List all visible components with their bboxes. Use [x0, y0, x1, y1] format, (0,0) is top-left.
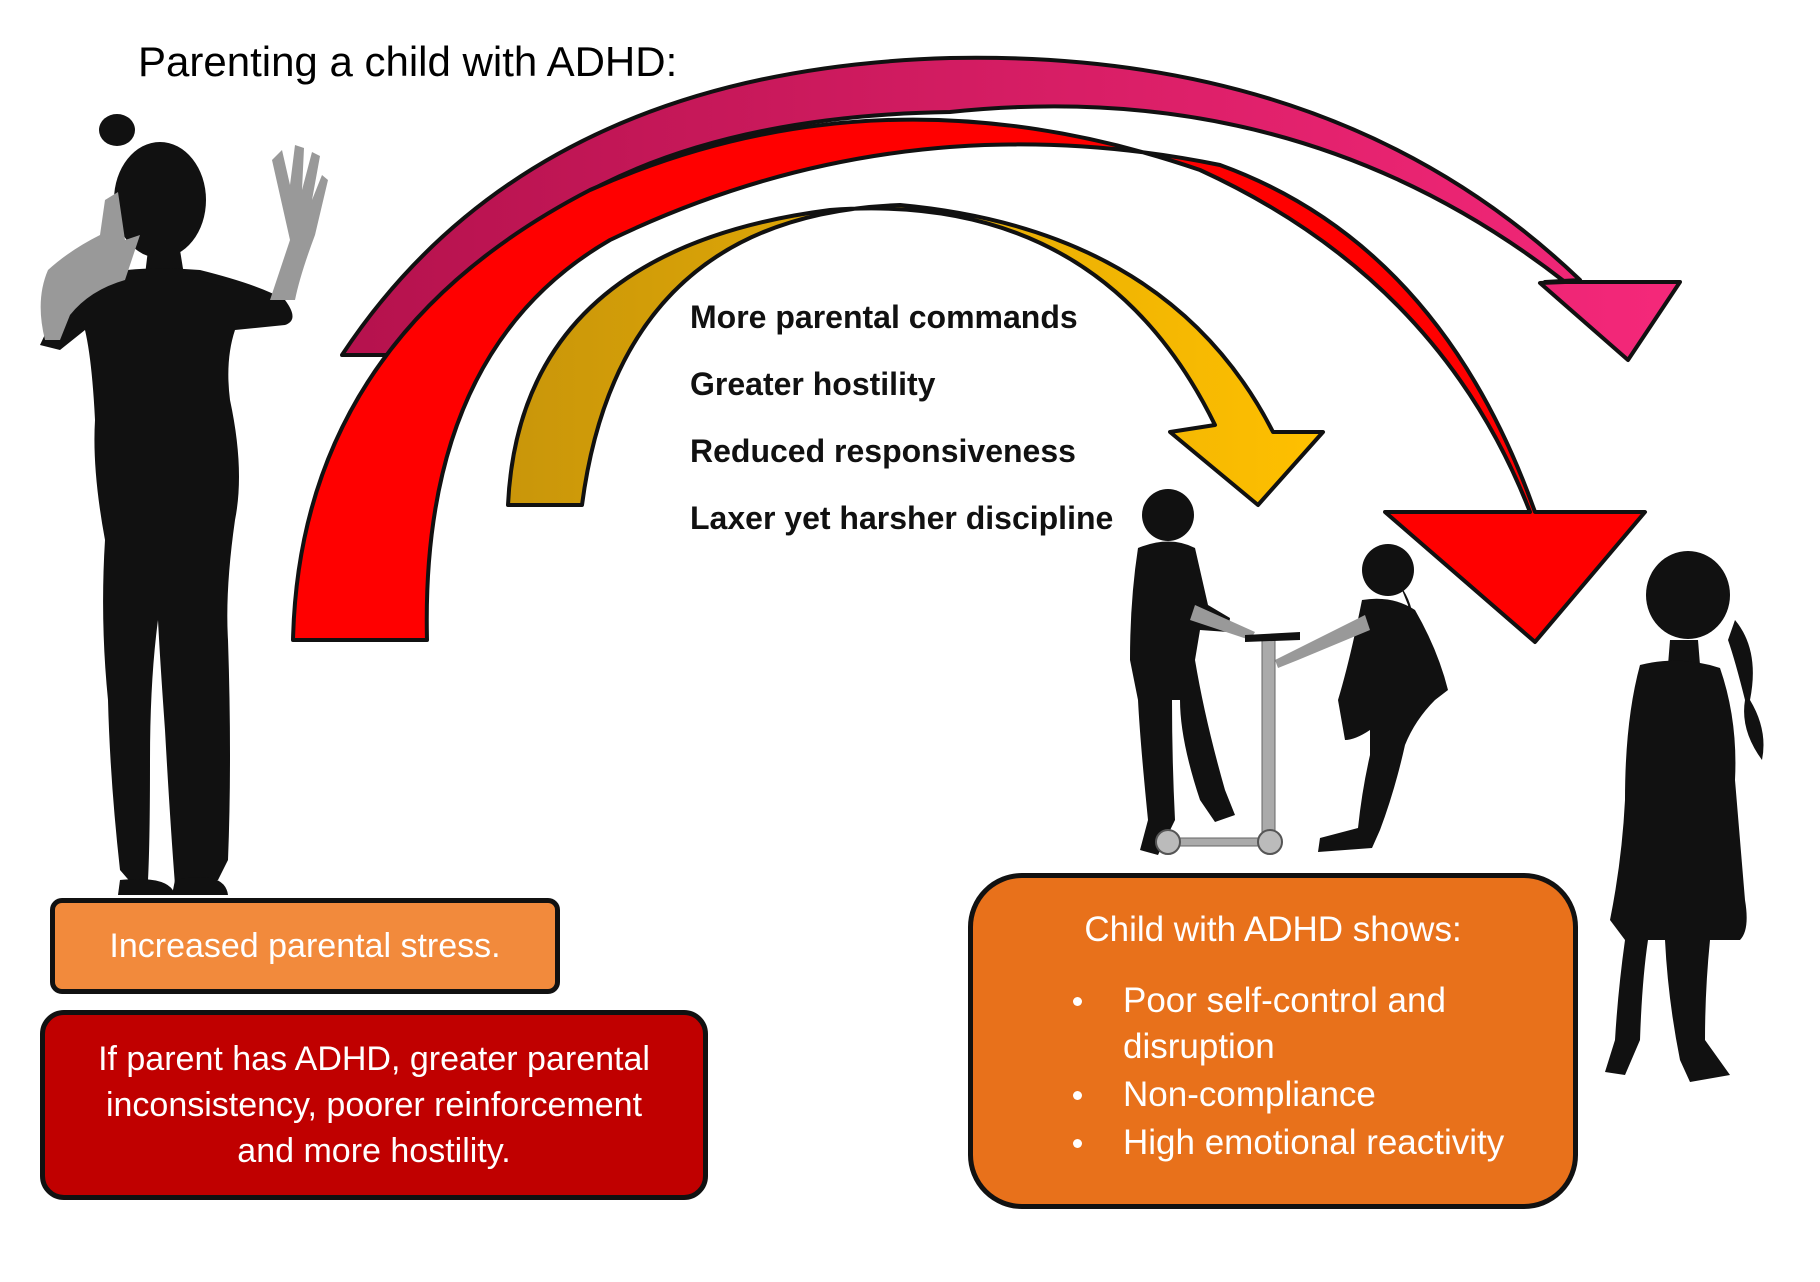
list-item: Non-compliance	[1073, 1072, 1553, 1118]
parental-stress-text: Increased parental stress.	[109, 926, 501, 965]
diagram-title: Parenting a child with ADHD:	[138, 38, 678, 85]
child-behaviour-list: Poor self-control and disruption Non-com…	[1073, 978, 1553, 1168]
child-box-heading: Child with ADHD shows:	[1084, 910, 1462, 949]
girl-silhouette	[1605, 551, 1764, 1082]
children-with-scooter-silhouette	[1130, 489, 1448, 855]
arrow-outer	[340, 55, 1682, 362]
arrow-inner	[506, 203, 1325, 507]
effect-item: Greater hostility	[690, 366, 936, 402]
list-item: High emotional reactivity	[1073, 1120, 1553, 1166]
mother-silhouette	[40, 114, 328, 895]
arrow-middle	[291, 117, 1647, 644]
parenting-effects-list: More parental commands Greater hostility…	[690, 292, 1113, 560]
parent-adhd-box: If parent has ADHD, greater parental inc…	[40, 1010, 708, 1200]
list-item: Poor self-control and disruption	[1073, 978, 1553, 1070]
parental-stress-box: Increased parental stress.	[50, 898, 560, 994]
effect-item: More parental commands	[690, 299, 1078, 335]
parent-adhd-text: If parent has ADHD, greater parental inc…	[98, 1040, 650, 1170]
effect-item: Reduced responsiveness	[690, 433, 1076, 469]
child-adhd-box: Child with ADHD shows: Poor self-control…	[968, 873, 1578, 1209]
effect-item: Laxer yet harsher discipline	[690, 500, 1114, 536]
